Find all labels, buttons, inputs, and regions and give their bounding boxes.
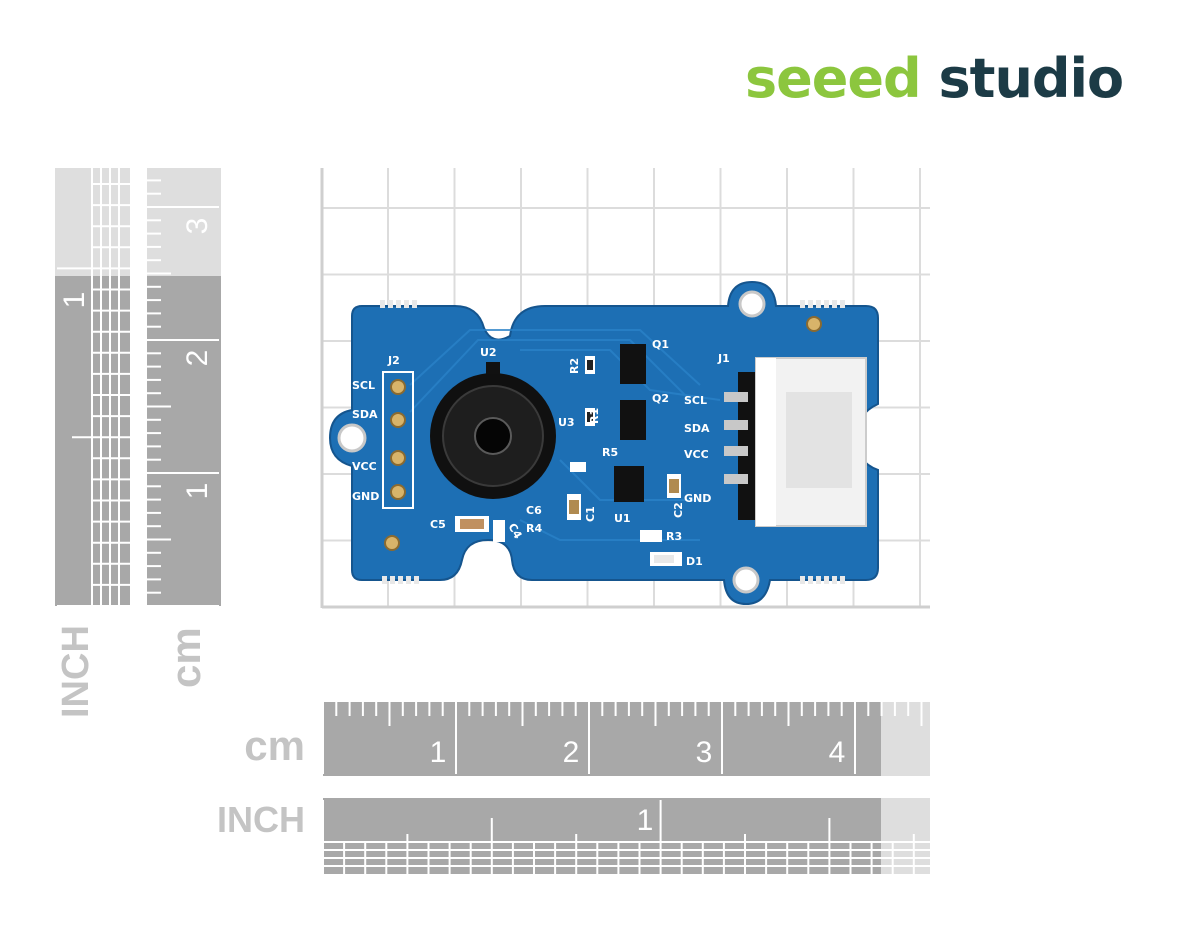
silkscreen-labels: J2 U2 SCL SDA VCC GND Q1 Q2 R2 R1 U3 R5 … — [352, 338, 730, 568]
label-u2: U2 — [480, 346, 497, 359]
edge-pad — [406, 576, 411, 584]
horizontal-cm-tick-2: 2 — [563, 736, 580, 769]
label-c2: C2 — [672, 502, 685, 518]
edge-pad — [414, 576, 419, 584]
vertical-cm-tick-2: 2 — [181, 350, 214, 367]
grove-sensor-board: J2 U2 SCL SDA VCC GND Q1 Q2 R2 R1 U3 R5 … — [328, 280, 888, 606]
edge-pad — [388, 300, 393, 308]
horizontal-cm-tick-4: 4 — [829, 736, 846, 769]
seeed-studio-logo: seeed studio — [745, 47, 1124, 110]
label-u1: U1 — [614, 512, 631, 525]
label-q1: Q1 — [652, 338, 669, 351]
edge-pad — [816, 300, 821, 308]
horizontal-inch-label: INCH — [217, 799, 305, 840]
j2-header-outline — [382, 371, 414, 509]
edge-pad — [808, 300, 813, 308]
edge-pad — [824, 576, 829, 584]
edge-pad — [382, 576, 387, 584]
label-left-sda: SDA — [352, 408, 378, 421]
label-u3: U3 — [558, 416, 575, 429]
label-r1: R1 — [588, 408, 601, 424]
smd-components — [455, 344, 682, 566]
horizontal-cm-tick-1: 1 — [430, 736, 447, 769]
edge-pad — [832, 576, 837, 584]
logo-word-studio: studio — [938, 47, 1124, 110]
horizontal-cm-ruler: 1 2 3 4 cm — [244, 702, 930, 776]
label-j2: J2 — [387, 354, 400, 367]
vertical-cm-label: cm — [162, 627, 209, 688]
logo-word-seeed: seeed — [745, 47, 922, 110]
vertical-cm-tick-1: 1 — [181, 483, 214, 500]
edge-pad — [396, 300, 401, 308]
edge-pad — [404, 300, 409, 308]
label-r4: R4 — [526, 522, 542, 535]
vertical-inch-label: INCH — [55, 625, 97, 718]
vertical-inch-ruler: 1 INCH — [55, 168, 130, 718]
edge-pad — [824, 300, 829, 308]
label-j1: J1 — [717, 352, 730, 365]
label-c5: C5 — [430, 518, 446, 531]
label-right-scl: SCL — [684, 394, 707, 407]
via-pad-top-right — [806, 316, 822, 332]
edge-pad — [800, 300, 805, 308]
edge-pad — [398, 576, 403, 584]
label-right-gnd: GND — [684, 492, 711, 505]
mounting-hole-right — [868, 428, 888, 448]
label-right-sda: SDA — [684, 422, 710, 435]
label-left-scl: SCL — [352, 379, 375, 392]
vertical-inch-tick-1: 1 — [58, 292, 91, 309]
edge-pad — [832, 300, 837, 308]
vertical-cm-ruler: 1 2 3 cm — [147, 168, 221, 688]
edge-pad — [380, 300, 385, 308]
mounting-hole-top — [738, 290, 766, 318]
label-r5: R5 — [602, 446, 618, 459]
label-left-vcc: VCC — [352, 460, 377, 473]
label-c1: C1 — [584, 506, 597, 522]
edge-pad — [808, 576, 813, 584]
horizontal-inch-tick-1: 1 — [637, 804, 654, 837]
mounting-hole-bottom — [732, 566, 760, 594]
label-d1: D1 — [686, 555, 703, 568]
label-c6: C6 — [526, 504, 542, 517]
horizontal-inch-ruler: 1 INCH — [217, 798, 930, 874]
edge-pad — [840, 300, 845, 308]
horizontal-cm-tick-3: 3 — [696, 736, 713, 769]
j2-pins — [390, 379, 406, 500]
edge-pad — [412, 300, 417, 308]
via-pad-bottom-left — [384, 535, 400, 551]
edge-pad — [800, 576, 805, 584]
edge-pad — [390, 576, 395, 584]
edge-pad — [840, 576, 845, 584]
label-r2: R2 — [568, 358, 581, 374]
mounting-hole-left — [337, 423, 367, 453]
label-right-vcc: VCC — [684, 448, 709, 461]
vertical-cm-tick-3: 3 — [181, 218, 214, 235]
edge-pad — [816, 576, 821, 584]
label-left-gnd: GND — [352, 490, 379, 503]
label-r3: R3 — [666, 530, 682, 543]
label-q2: Q2 — [652, 392, 669, 405]
grove-connector-j1 — [724, 357, 867, 527]
horizontal-cm-label: cm — [244, 722, 305, 769]
